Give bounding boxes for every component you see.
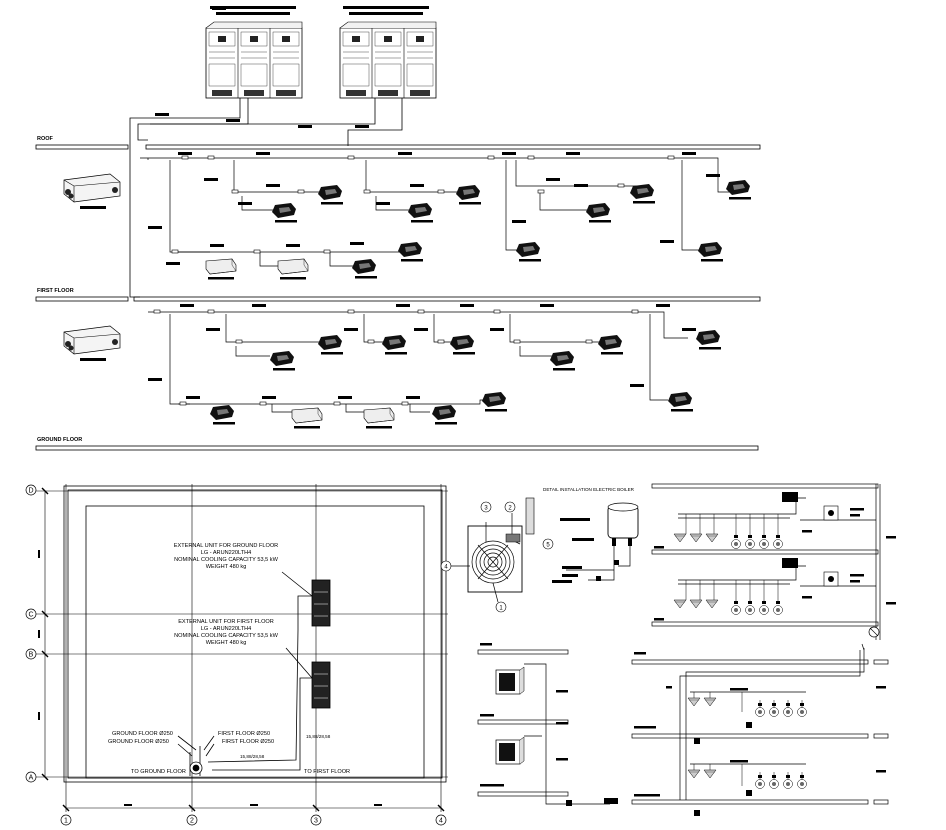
outdoor-unit-tag: [210, 6, 296, 9]
grid-bubbles: A B C D 1 2 3 4: [25, 484, 447, 826]
callout-4: 4: [440, 560, 452, 572]
roof-indoor-units: [205, 180, 751, 280]
level-label-roof: ROOF: [37, 136, 54, 142]
callout-5: 5: [542, 538, 554, 550]
water-schematic-lower: [477, 643, 889, 816]
boiler-detail-title: DETAIL INSTALLATION ELECTRIC BOILER: [543, 487, 635, 492]
svg-text:WEIGHT 480 kg: WEIGHT 480 kg: [206, 640, 247, 646]
outdoor-unit-ground-floor: [205, 21, 303, 99]
grid-col-4: 4: [435, 814, 447, 826]
vrf-schematic: ROOF FIRST FLOOR GROUND FLOOR: [35, 6, 761, 451]
grid-row-a: A: [25, 771, 37, 783]
svg-text:NOMINAL COOLING CAPACITY 53,5: NOMINAL COOLING CAPACITY 53,5 kW: [174, 633, 278, 639]
pipe-label-ff-1: FIRST FLOOR Ø250: [218, 731, 270, 737]
callout-3: 3: [480, 501, 492, 513]
first-floor-indoor-units: [210, 330, 721, 429]
site-plan: [36, 484, 448, 812]
pipe-dim-upper: 15,88/28,58: [306, 734, 331, 739]
svg-text:EXTERNAL UNIT FOR FIRST FLOOR: EXTERNAL UNIT FOR FIRST FLOOR: [178, 619, 274, 625]
electric-boiler: [566, 502, 639, 581]
to-ground-floor-label: TO GROUND FLOOR: [131, 769, 186, 775]
ventilation-unit-first-floor: [63, 325, 121, 362]
grid-row-d: D: [25, 484, 37, 496]
svg-text:3: 3: [484, 506, 488, 512]
svg-text:1: 1: [499, 606, 503, 612]
svg-text:2: 2: [190, 818, 194, 825]
svg-text:B: B: [29, 652, 34, 659]
svg-text:C: C: [28, 612, 33, 619]
outdoor-unit-first-floor: [339, 21, 437, 99]
svg-text:A: A: [29, 775, 34, 782]
grid-col-1: 1: [60, 814, 72, 826]
svg-text:2: 2: [508, 506, 512, 512]
svg-text:EXTERNAL UNIT FOR GROUND FLOOR: EXTERNAL UNIT FOR GROUND FLOOR: [174, 543, 278, 549]
to-first-floor-label: TO FIRST FLOOR: [304, 769, 350, 775]
svg-text:5: 5: [546, 543, 550, 549]
boiler-detail: DETAIL INSTALLATION ELECTRIC BOILER 1 2 …: [440, 487, 639, 613]
svg-text:4: 4: [439, 818, 443, 825]
pipe-label-ff-2: FIRST FLOOR Ø250: [222, 739, 274, 745]
ventilation-unit-roof: [63, 173, 121, 210]
grid-col-3: 3: [310, 814, 322, 826]
svg-text:LG - ARUN220LTH4: LG - ARUN220LTH4: [201, 626, 252, 632]
water-schematic-upper: [651, 483, 896, 640]
grid-row-b: B: [25, 648, 37, 660]
svg-text:D: D: [28, 488, 33, 495]
level-label-first-floor: FIRST FLOOR: [37, 288, 74, 294]
level-label-ground-floor: GROUND FLOOR: [37, 437, 82, 443]
svg-text:WEIGHT 480 kg: WEIGHT 480 kg: [206, 564, 247, 570]
grid-row-c: C: [25, 608, 37, 620]
pipe-label-gf-2: GROUND FLOOR Ø250: [108, 739, 169, 745]
pipe-dim-lower: 15,88/28,58: [240, 754, 265, 759]
svg-text:4: 4: [444, 565, 448, 571]
svg-text:3: 3: [314, 818, 318, 825]
grid-col-2: 2: [186, 814, 198, 826]
svg-text:LG - ARUN220LTH4: LG - ARUN220LTH4: [201, 550, 252, 556]
pipe-label-gf-1: GROUND FLOOR Ø250: [112, 731, 173, 737]
svg-text:1: 1: [64, 818, 68, 825]
gf-unit-label: EXTERNAL UNIT FOR GROUND FLOOR LG - ARUN…: [174, 543, 279, 570]
callout-1: 1: [495, 601, 507, 613]
callout-2: 2: [504, 501, 516, 513]
ff-unit-label: EXTERNAL UNIT FOR FIRST FLOOR LG - ARUN2…: [174, 619, 278, 646]
svg-text:NOMINAL COOLING CAPACITY 53,5: NOMINAL COOLING CAPACITY 53,5 kW: [174, 557, 278, 563]
